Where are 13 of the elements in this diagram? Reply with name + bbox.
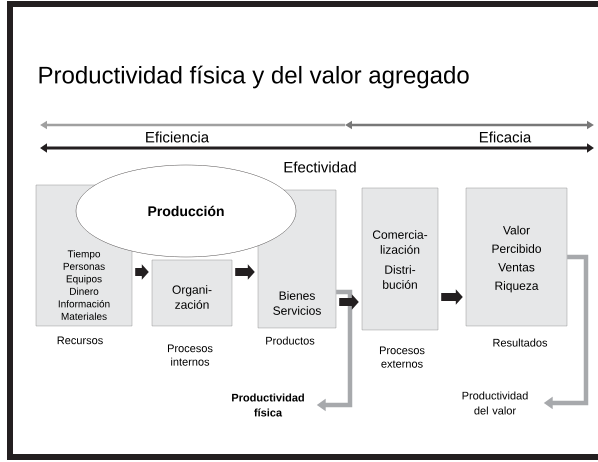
box-caption: Productos: [266, 336, 314, 345]
title: Productividad física y del valor agregado: [40, 66, 469, 88]
result-label: Productividad del valor: [462, 391, 528, 415]
process-box: Valor Percibido Ventas Riqueza: [466, 188, 568, 326]
box-caption: Procesos externos: [380, 346, 425, 368]
span-label: Eficiencia: [146, 131, 210, 142]
process-box: Organi- zación: [152, 260, 232, 326]
box-caption: Procesos internos: [168, 344, 213, 366]
process-box: Comercia- lización Distri- bución: [362, 188, 438, 330]
span-label: Eficacia: [480, 131, 532, 142]
box-caption: Recursos: [58, 336, 103, 344]
box-caption: Resultados: [493, 338, 548, 347]
result-label: Productividad física: [232, 393, 304, 417]
